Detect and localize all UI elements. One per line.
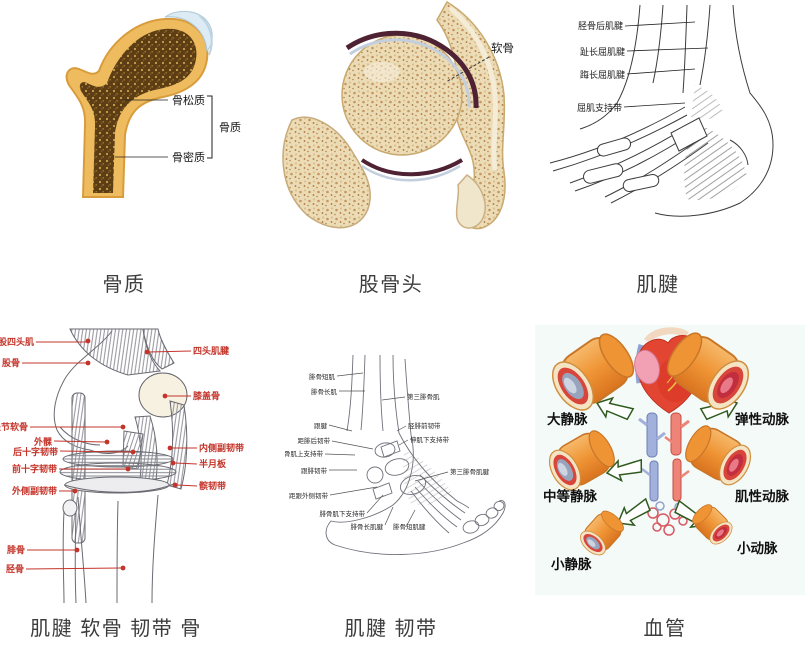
label-lateral-talocalcaneal-ligament: 距跟外侧韧带 [289, 491, 329, 500]
knee-joint-illustration: 股四头肌 股骨 关节软骨 外髁 后十字韧带 前十字韧带 外侧副韧带 腓骨 胫骨 … [0, 328, 244, 604]
label-patellar-ligament: 髌韧带 [199, 480, 226, 491]
leader-lines [22, 338, 198, 571]
figure-ankle-tendons: 胫骨后肌腱 趾长屈肌腱 踇长屈肌腱 屈肌支持带 [545, 4, 795, 235]
label-peroneus-longus: 腓骨长肌 [311, 387, 338, 396]
label-large-vein: 大静脉 [547, 411, 588, 427]
label-medium-vein: 中等静脉 [543, 488, 597, 504]
label-posterior-talofibular-ligament: 距腓后韧带 [298, 436, 331, 445]
label-lateral-condyle: 外髁 [33, 436, 53, 447]
leader-lines [324, 372, 449, 526]
label-flexor-retinaculum: 屈肌支持带 [577, 102, 622, 113]
label-peroneus-brevis: 腓骨短肌 [309, 372, 336, 381]
label-spongy-bone: 骨松质 [172, 93, 205, 107]
ankle-ligaments-illustration: 腓骨短肌 腓骨长肌 跟腱 距腓后韧带 腓骨肌上支持带 跟腓韧带 距跟外侧韧带 腓… [278, 354, 506, 555]
femur-shape [65, 11, 213, 198]
femoral-head-illustration: 软骨 [282, 0, 514, 230]
ankle-tendons-illustration: 胫骨后肌腱 趾长屈肌腱 踇长屈肌腱 屈肌支持带 [549, 4, 774, 217]
label-flexor-hallucis-longus-tendon: 踇长屈肌腱 [580, 69, 625, 80]
label-anterior-tibiofibular-ligament: 胫腓前韧带 [408, 421, 441, 430]
label-peroneus-tertius-tendon: 第三腓骨肌腱 [450, 467, 490, 476]
label-quadriceps-tendon: 四头肌腱 [193, 345, 230, 356]
caption-blood-vessels: 血管 [643, 618, 687, 640]
label-tibialis-posterior-tendon: 胫骨后肌腱 [578, 20, 623, 31]
blood-vessels-illustration: 大静脉 中等静脉 小静脉 弹性动脉 肌性动脉 小动脉 [535, 325, 805, 595]
label-superior-peroneal-retinaculum: 腓骨肌上支持带 [285, 449, 324, 458]
ankle-line-art [549, 4, 774, 217]
bone-quality-illustration: 骨松质 骨密质 骨质 [65, 11, 241, 198]
caption-ankle-tendons: 肌腱 [636, 274, 680, 296]
label-bone-group: 骨质 [219, 121, 241, 134]
label-elastic-artery: 弹性动脉 [735, 411, 789, 427]
label-achilles-tendon: 跟腱 [314, 421, 328, 430]
cartilage-leader-line [445, 56, 490, 83]
caption-bone-quality: 骨质 [102, 274, 146, 296]
label-anterior-cruciate-ligament: 前十字韧带 [12, 463, 57, 474]
caption-ankle-ligaments: 肌腱 韧带 [344, 618, 438, 640]
figure-femoral-head: 软骨 [262, 0, 522, 243]
figure-ankle-ligaments: 腓骨短肌 腓骨长肌 跟腱 距腓后韧带 腓骨肌上支持带 跟腓韧带 距跟外侧韧带 腓… [278, 354, 535, 585]
label-patella: 膝盖骨 [193, 390, 220, 401]
label-lateral-collateral-ligament: 外侧副韧带 [11, 485, 57, 496]
figure-bone-quality: 骨松质 骨密质 骨质 [35, 5, 260, 222]
label-inferior-extensor-retinaculum: 伸肌下支持带 [410, 435, 450, 444]
leader-lines [623, 21, 709, 108]
label-articular-cartilage: 关节软骨 [0, 421, 28, 432]
label-peroneus-longus-tendon: 腓骨长肌腱 [351, 522, 384, 531]
label-meniscus: 半月板 [199, 458, 227, 469]
label-fibula: 腓骨 [7, 544, 25, 555]
label-quadriceps: 股四头肌 [0, 336, 34, 347]
figure-blood-vessels: 大静脉 中等静脉 小静脉 弹性动脉 肌性动脉 小动脉 [535, 325, 805, 600]
figure-knee-joint: 股四头肌 股骨 关节软骨 外髁 后十字韧带 前十字韧带 外侧副韧带 腓骨 胫骨 … [0, 315, 246, 610]
label-cartilage: 软骨 [491, 41, 514, 55]
caption-knee-joint: 肌腱 软骨 韧带 骨 [30, 618, 202, 640]
label-posterior-cruciate-ligament: 后十字韧带 [13, 446, 58, 457]
leader-lines [115, 95, 213, 159]
label-muscular-artery: 肌性动脉 [735, 488, 789, 504]
label-small-vein: 小静脉 [551, 556, 592, 572]
knee-line-art [53, 328, 188, 604]
label-calcaneofibular-ligament: 跟腓韧带 [301, 466, 328, 475]
label-compact-bone: 骨密质 [172, 150, 205, 164]
bracket [207, 95, 213, 159]
vessel-columns [638, 412, 690, 502]
hip-joint-shape [282, 0, 506, 230]
label-peroneus-brevis-tendon: 腓骨短肌腱 [393, 522, 426, 531]
label-femur: 股骨 [2, 358, 20, 368]
label-small-artery: 小动脉 [737, 540, 778, 556]
label-inferior-peroneal-retinaculum: 腓骨肌下支持带 [320, 509, 366, 518]
label-tibia: 胫骨 [6, 564, 24, 574]
label-peroneus-tertius: 第三腓骨肌 [407, 392, 440, 401]
label-medial-collateral-ligament: 内侧副韧带 [199, 442, 244, 453]
caption-femoral-head: 股骨头 [358, 274, 424, 296]
label-flexor-digitorum-longus-tendon: 趾长屈肌腱 [580, 46, 625, 57]
